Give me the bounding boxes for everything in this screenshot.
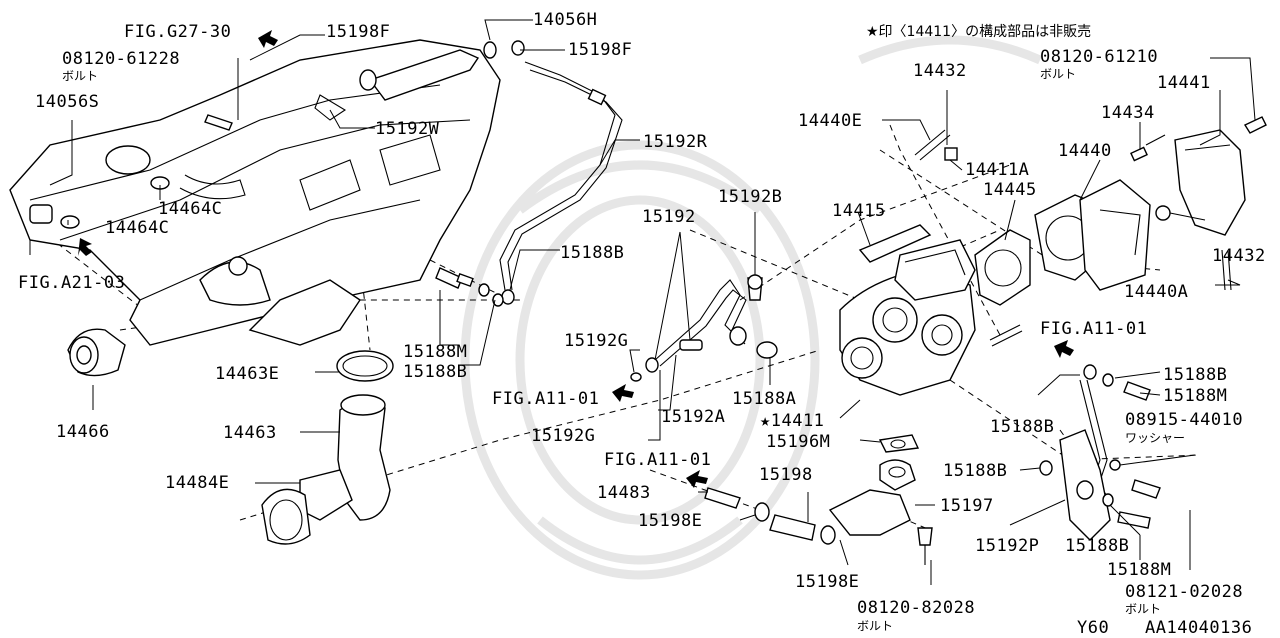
label-15192g-b: 15192G: [531, 426, 595, 446]
label-15197: 15197: [940, 496, 994, 516]
leader-lines: [29, 19, 1256, 585]
label-14056h: 14056H: [533, 10, 597, 30]
label-14464c-a: 14464C: [158, 199, 222, 219]
label-14432-a: 14432: [913, 61, 967, 81]
turbocharger-14411: [839, 239, 976, 396]
label-15198f-a: 15198F: [326, 22, 390, 42]
water-pipe-15197: [828, 434, 933, 565]
label-08915-44010-sub: ワッシャー: [1125, 431, 1185, 445]
label-14415: 14415: [832, 201, 886, 221]
label-15188b-c: 15188B: [1163, 365, 1227, 385]
label-14440a: 14440A: [1124, 282, 1188, 302]
label-15188b-f: 15188B: [1065, 536, 1129, 556]
footer-model: Y60: [1077, 618, 1109, 638]
gasket-14415: [858, 224, 932, 263]
label-15192a: 15192A: [661, 407, 725, 427]
label-14432-b: 14432: [1212, 246, 1266, 266]
label-15192w: 15192W: [375, 119, 440, 139]
label-08121-02028-sub: ボルト: [1125, 602, 1161, 616]
label-14056s: 14056S: [35, 92, 99, 112]
hose-15198: [704, 487, 836, 545]
label-15192b: 15192B: [718, 187, 782, 207]
label-15188b-e: 15188B: [943, 461, 1007, 481]
label-08915-44010: 08915-44010: [1125, 410, 1243, 430]
coolant-hoses: [179, 41, 497, 200]
fig-arrow-a21-03: [78, 238, 92, 256]
label-14483: 14483: [597, 483, 651, 503]
label-14463e: 14463E: [215, 364, 279, 384]
label-15188a: 15188A: [732, 389, 796, 409]
label-14466: 14466: [56, 422, 110, 442]
label-08120-61228-sub: ボルト: [62, 69, 98, 83]
label-fig-a11-01-c[interactable]: FIG.A11-01: [1040, 319, 1147, 339]
label-08120-61210: 08120-61210: [1040, 47, 1158, 67]
label-15198e-b: 15198E: [795, 572, 859, 592]
label-08120-61210-sub: ボルト: [1040, 67, 1076, 81]
label-14440: 14440: [1058, 141, 1112, 161]
fig-arrow-g27-30: [258, 30, 278, 48]
label-15198f-b: 15198F: [568, 40, 632, 60]
label-15188b-b: 15188B: [403, 362, 467, 382]
label-08120-61228: 08120-61228: [62, 49, 180, 69]
fig-arrow-a11-01-mid: [686, 470, 708, 488]
footer-code: AA14040136: [1145, 618, 1252, 638]
label-14440e: 14440E: [798, 111, 862, 131]
label-15192r: 15192R: [643, 132, 708, 152]
label-08120-82028-sub: ボルト: [857, 619, 893, 633]
label-14434: 14434: [1101, 103, 1155, 123]
label-15188m-c: 15188M: [1107, 560, 1171, 580]
label-14441: 14441: [1157, 73, 1211, 93]
pipe-15192R: [499, 40, 623, 305]
label-15188b-a: 15188B: [560, 243, 624, 263]
pipe-15192: [630, 274, 778, 382]
studs-right: [914, 116, 1267, 347]
intake-elbow-14463: [261, 350, 394, 545]
label-15188b-d: 15188B: [990, 417, 1054, 437]
label-15192g-a: 15192G: [564, 331, 628, 351]
fig-arrows: [78, 30, 1074, 488]
fig-arrow-a11-01-right: [1054, 340, 1074, 358]
label-15188m-b: 15188M: [1163, 386, 1227, 406]
pipe-15192P: [1039, 364, 1161, 541]
label-14484e: 14484E: [165, 473, 229, 493]
label-fig-a11-01-b[interactable]: FIG.A11-01: [604, 450, 711, 470]
bolts-left: [60, 114, 504, 307]
header-note: ★印〈14411〉の構成部品は非販売: [866, 24, 1091, 40]
heat-shield-14441: [1174, 129, 1246, 236]
label-fig-a11-01-a[interactable]: FIG.A11-01: [492, 389, 599, 409]
thermostat-14466: [67, 328, 126, 377]
label-14411a: 14411A: [965, 160, 1029, 180]
intake-manifold: [9, 39, 501, 346]
label-15188m-a: 15188M: [403, 342, 467, 362]
label-15196m: 15196M: [766, 432, 830, 452]
label-14463: 14463: [223, 423, 277, 443]
exhaust-elbow-14440: [974, 179, 1151, 306]
label-08120-82028: 08120-82028: [857, 598, 975, 618]
fig-arrow-a11-01-left: [612, 384, 634, 402]
label-15192: 15192: [642, 207, 696, 227]
label-15192p: 15192P: [975, 536, 1039, 556]
label-15198e-a: 15198E: [638, 511, 702, 531]
label-15198: 15198: [759, 465, 813, 485]
label-08121-02028: 08121-02028: [1125, 582, 1243, 602]
label-fig-g27-30[interactable]: FIG.G27-30: [124, 22, 231, 42]
label-14411: ★14411: [760, 411, 824, 431]
label-14445: 14445: [983, 180, 1037, 200]
part-labels: ★印〈14411〉の構成部品は非販売 FIG.G27-30 08120-6122…: [18, 10, 1266, 638]
label-14464c-b: 14464C: [105, 218, 169, 238]
label-fig-a21-03[interactable]: FIG.A21-03: [18, 273, 125, 293]
watermark-emblem: [460, 35, 1042, 580]
